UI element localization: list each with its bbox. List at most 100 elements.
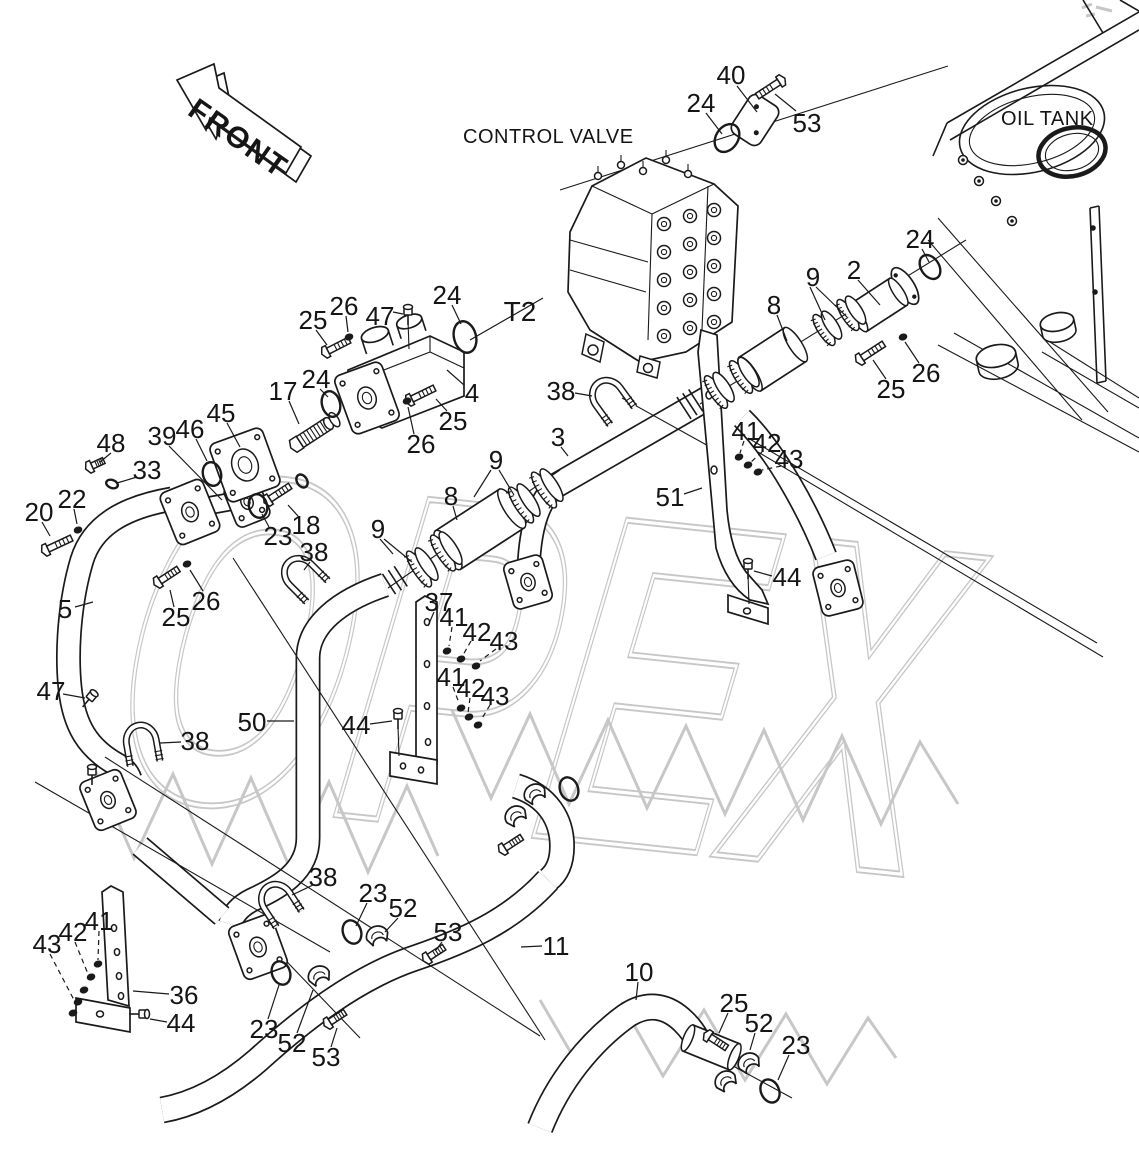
control-valve-caption: CONTROL VALVE — [463, 126, 634, 148]
callout-53: 53 — [312, 1042, 341, 1072]
o-ring — [918, 253, 942, 281]
bolt — [322, 1008, 348, 1031]
pipe-end-stripes — [381, 565, 408, 595]
callout-25: 25 — [720, 988, 749, 1018]
u-bolt — [589, 376, 638, 427]
callout-leader-43 — [480, 704, 491, 721]
callout-44: 44 — [773, 562, 802, 592]
callout-leader-23 — [261, 513, 270, 528]
callout-leader-41 — [452, 686, 460, 704]
o-ring — [201, 460, 223, 488]
callout-leader-4 — [446, 369, 465, 386]
clamp-half — [714, 1070, 738, 1093]
bracket-36 — [75, 885, 131, 1034]
callout-25: 25 — [439, 406, 468, 436]
bolt — [854, 340, 887, 367]
callout-leader-5 — [74, 601, 94, 608]
stud-bolt — [86, 763, 98, 785]
callout-leader-26 — [407, 406, 415, 435]
callout-47: 47 — [366, 301, 395, 331]
callout-8: 8 — [767, 290, 781, 320]
nut — [86, 973, 96, 981]
fasteners-and-fittings — [40, 73, 942, 1104]
callout-47: 47 — [37, 676, 66, 706]
callout-leader-25 — [872, 359, 887, 380]
callout-leader-24 — [705, 112, 723, 135]
callout-52: 52 — [278, 1028, 307, 1058]
stud-bolt — [742, 557, 754, 579]
o-ring — [713, 122, 741, 154]
watermark-zigzag-center — [450, 709, 960, 828]
callout-leader-52 — [296, 989, 314, 1034]
callout-leader-24 — [921, 248, 930, 263]
callout-leader-43 — [479, 648, 497, 662]
callout-4: 4 — [465, 378, 479, 408]
fitting-17 — [288, 411, 341, 454]
callout-leader-44 — [753, 570, 773, 577]
callout-45: 45 — [207, 398, 236, 428]
nut — [402, 397, 412, 405]
callout-leader-37 — [427, 611, 435, 627]
callout-leader-9 — [498, 469, 515, 496]
bolt — [421, 943, 447, 966]
callout-43: 43 — [775, 444, 804, 474]
bolt — [702, 1028, 730, 1052]
callout-48: 48 — [97, 428, 126, 458]
tank-wall-bolts — [957, 154, 1018, 227]
nut — [473, 721, 483, 729]
callout-23: 23 — [782, 1030, 811, 1060]
bolt — [152, 565, 182, 590]
callout-leader-51 — [683, 487, 703, 495]
clamp-half — [365, 925, 389, 947]
o-ring — [558, 776, 580, 802]
flange — [209, 427, 281, 503]
callout-leader-25 — [315, 329, 328, 346]
callout-leader-53 — [435, 941, 443, 951]
callout-leader-26 — [189, 569, 204, 592]
pipes-and-hoses — [56, 386, 837, 1134]
o-ring — [341, 919, 363, 945]
callout-51: 51 — [656, 482, 685, 512]
callout-24: 24 — [433, 280, 462, 310]
callout-leader-41 — [739, 440, 745, 454]
hose-clamp — [428, 531, 463, 572]
callout-leader-9 — [809, 286, 826, 321]
hose-clamp — [810, 310, 843, 347]
callout-leader-52 — [384, 917, 399, 933]
callout-leader-9 — [383, 538, 413, 563]
callout-40: 40 — [717, 60, 746, 90]
nut — [182, 560, 192, 568]
valve-port-plate-40 — [730, 93, 780, 147]
callout-leader-24 — [319, 388, 329, 398]
flange — [502, 554, 554, 610]
callout-leader-42 — [74, 941, 89, 975]
control-valve-assembly — [567, 93, 780, 379]
callout-3: 3 — [551, 422, 565, 452]
callout-leader-23 — [777, 1054, 790, 1081]
u-bolt — [122, 721, 164, 767]
front-arrow: FRONT — [175, 62, 313, 185]
callout-26: 26 — [192, 586, 221, 616]
bracket-37 — [389, 595, 438, 786]
callout-38: 38 — [547, 376, 576, 406]
callout-leader-18 — [287, 504, 299, 517]
u-bolt — [280, 554, 331, 605]
nut — [743, 461, 753, 469]
callout-44: 44 — [342, 710, 371, 740]
callout-43: 43 — [481, 681, 510, 711]
callout-leader-26 — [904, 341, 920, 364]
callout-leader-2 — [857, 279, 881, 306]
callout-42: 42 — [457, 673, 486, 703]
pipe-section — [680, 1023, 742, 1071]
nut — [898, 333, 908, 341]
callout-leader-23 — [267, 984, 280, 1020]
callout-42: 42 — [753, 428, 782, 458]
callout-25: 25 — [877, 374, 906, 404]
nut — [464, 713, 474, 721]
callout-33: 33 — [133, 455, 162, 485]
clamp-half — [523, 783, 546, 806]
callout-leader-24 — [451, 304, 462, 325]
oil-tank-structure — [747, 0, 1139, 658]
callout-9: 9 — [371, 514, 385, 544]
callout-11: 11 — [543, 931, 570, 961]
